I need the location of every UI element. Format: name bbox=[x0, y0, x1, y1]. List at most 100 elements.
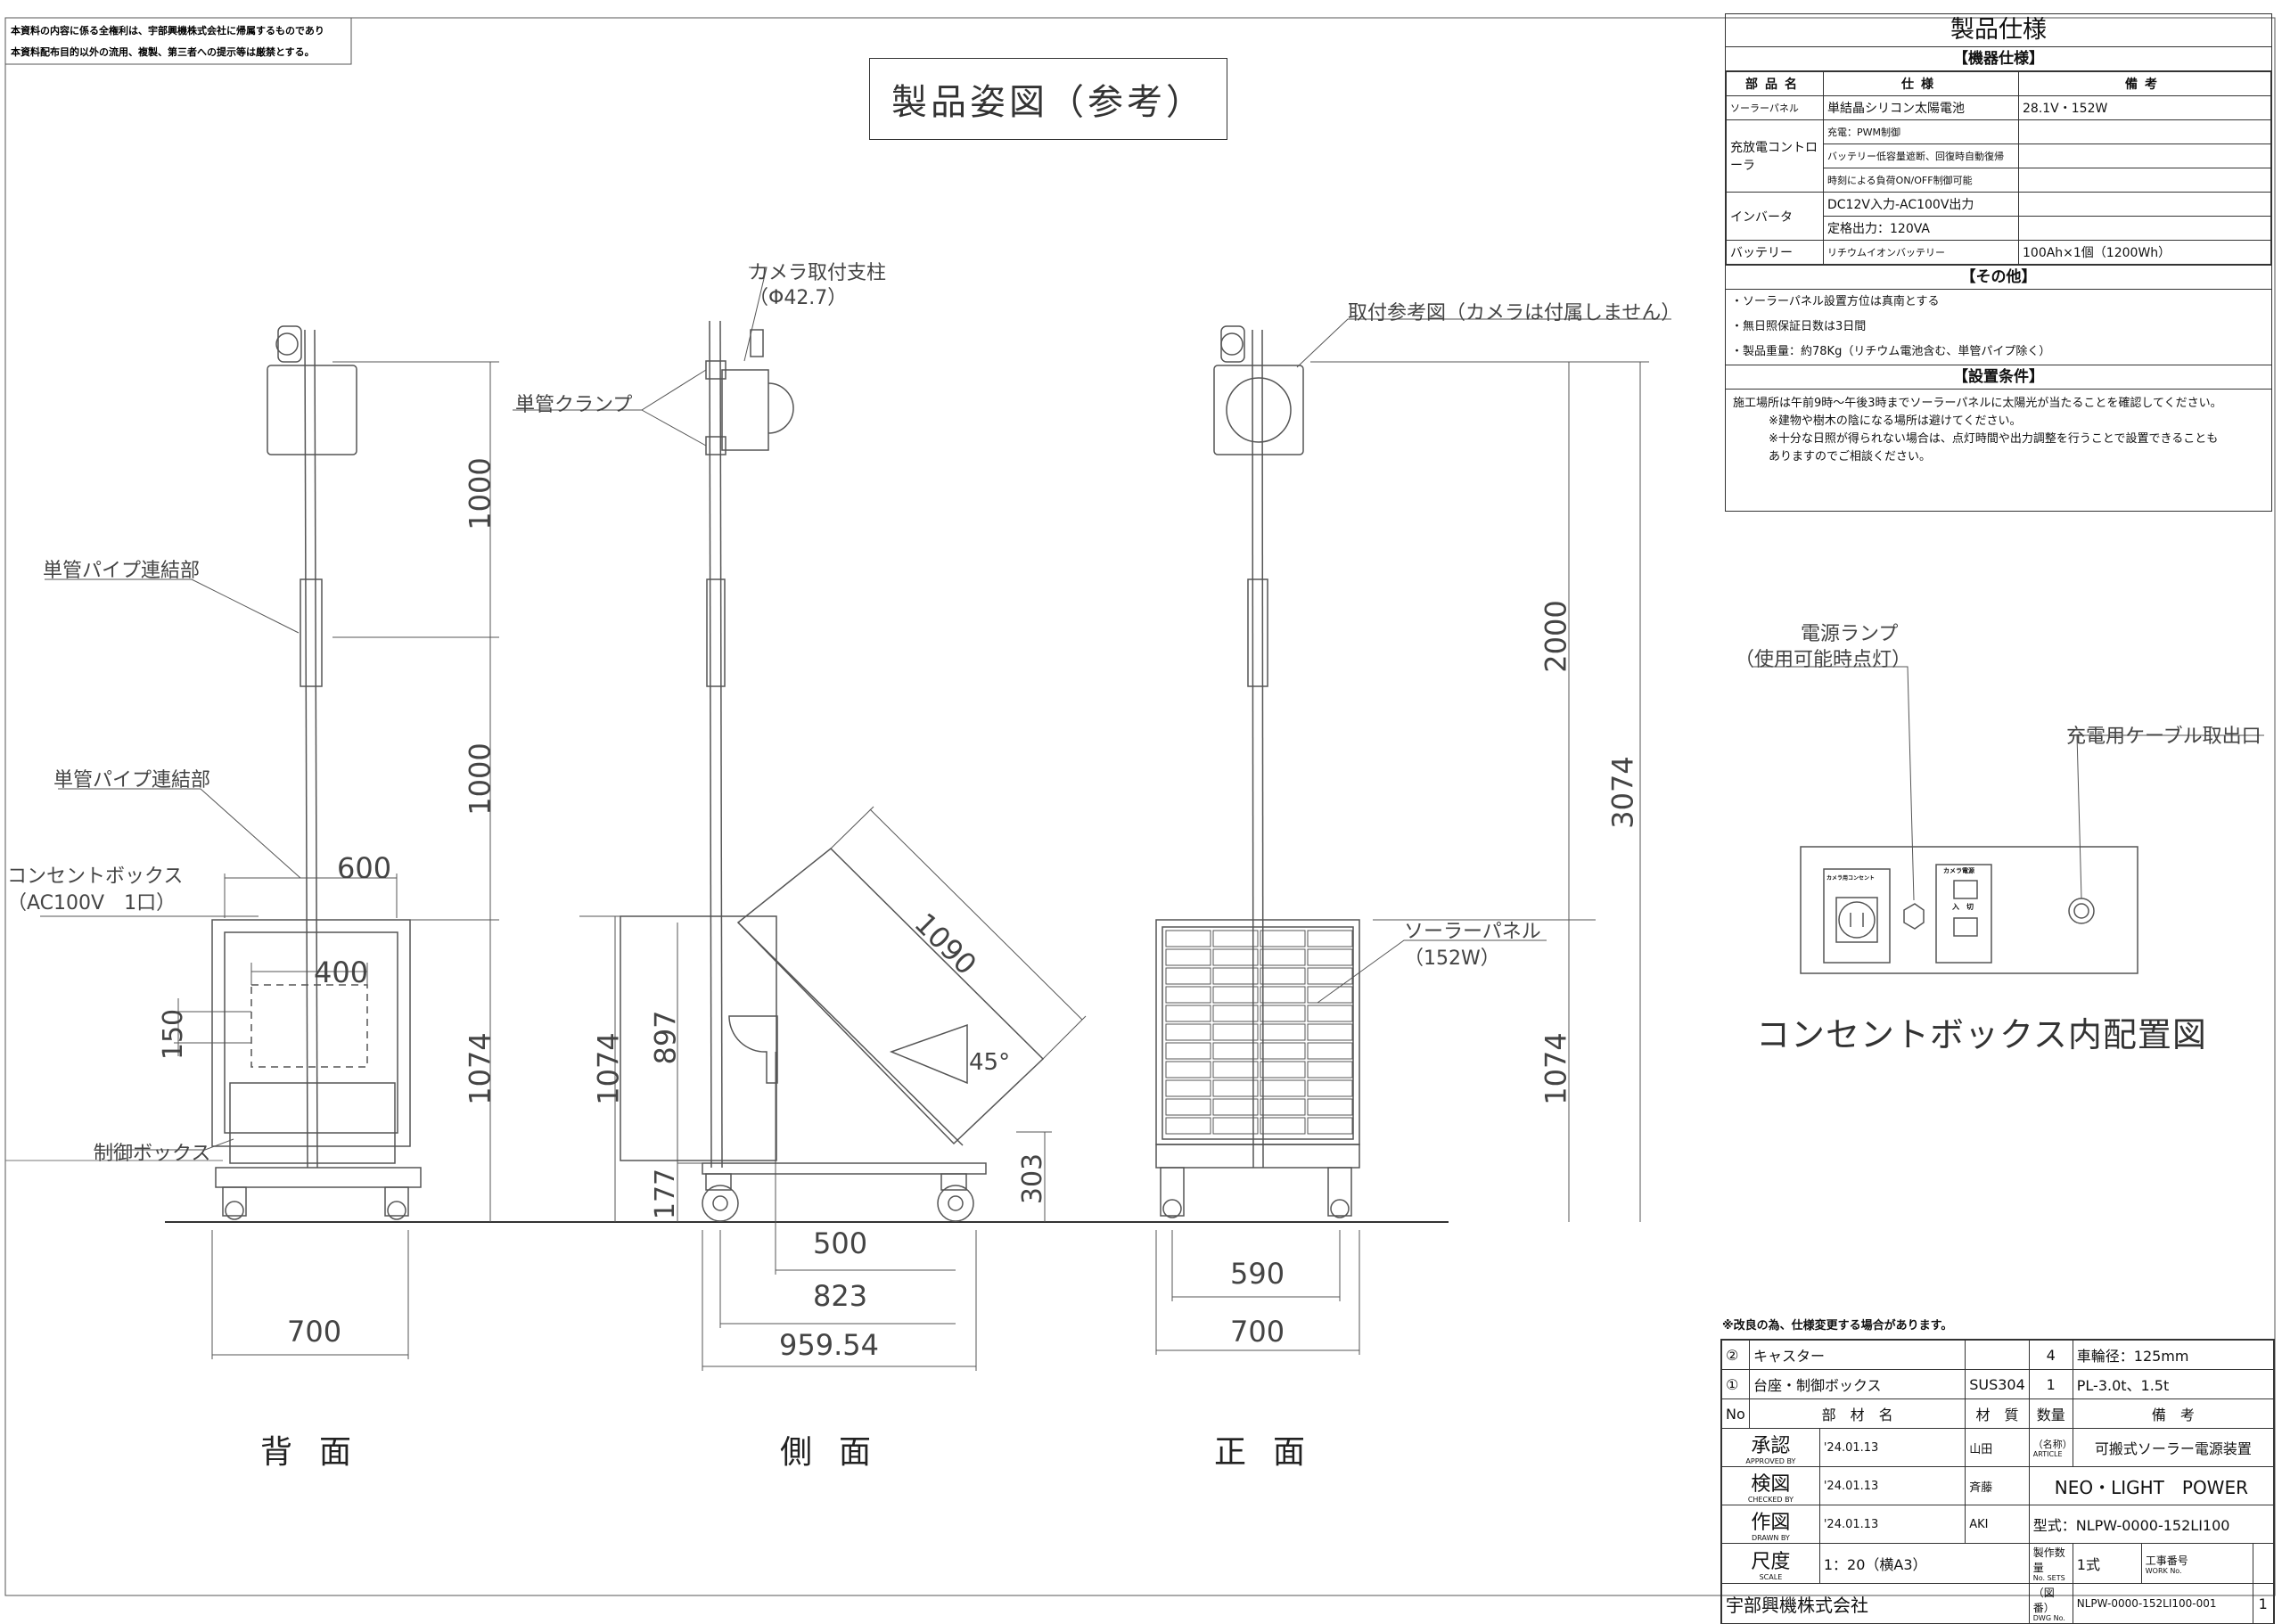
solar-cell bbox=[1307, 1117, 1353, 1135]
solar-cell bbox=[1260, 986, 1306, 1004]
checked-label: 検図 bbox=[1751, 1473, 1791, 1496]
spec-row-spec: リチウムイオンバッテリー bbox=[1823, 240, 2019, 265]
dim-back-600: 600 bbox=[337, 851, 392, 885]
solar-cell bbox=[1165, 1042, 1211, 1060]
product-name: 可搬式ソーラー電源装置 bbox=[2072, 1428, 2275, 1467]
title-block: ② キャスター 4 車輪径：125mm ① 台座・制御ボックス SUS304 1… bbox=[1720, 1339, 2275, 1624]
label-clamp: 単管クランプ bbox=[515, 394, 633, 416]
header-remark: 備 考 bbox=[2072, 1398, 2275, 1429]
solar-cell bbox=[1260, 948, 1306, 966]
label-pipe-joint-2: 単管パイプ連結部 bbox=[53, 769, 211, 791]
spec-row-note bbox=[2018, 119, 2271, 144]
solar-cell bbox=[1212, 1042, 1259, 1060]
dim-side-1074: 1074 bbox=[591, 1032, 626, 1105]
dim-front-3074: 3074 bbox=[1605, 756, 1640, 829]
solar-cell bbox=[1212, 967, 1259, 985]
sets-label: 製作数量 bbox=[2032, 1546, 2065, 1574]
spec-other-item: ・製品重量：約78Kg（リチウム電池含む、単管パイプ除く） bbox=[1731, 345, 2051, 358]
dim-side-177: 177 bbox=[650, 1168, 682, 1220]
spec-other-item: ・無日照保証日数は3日間 bbox=[1731, 320, 1867, 333]
spec-col-note: 備考 bbox=[2018, 71, 2271, 96]
spec-row-note: 100Ah×1個（1200Wh） bbox=[2018, 240, 2271, 265]
solar-cell bbox=[1260, 1005, 1306, 1022]
copyright-notice-2: 本資料配布目的以外の流用、複製、第三者への提示等は厳禁とする。 bbox=[11, 46, 315, 58]
label-power-lamp-note: （使用可能時点灯） bbox=[1735, 649, 1912, 671]
sets-sub: No. SETS bbox=[2032, 1574, 2065, 1582]
solar-cell bbox=[1260, 1023, 1306, 1041]
label-solar-panel: ソーラーパネル bbox=[1404, 921, 1541, 943]
company-name: 宇部興機株式会社 bbox=[1721, 1583, 2030, 1624]
solar-cell bbox=[1165, 1023, 1211, 1041]
sheet-number: 1 bbox=[2252, 1583, 2275, 1624]
label-outlet-box: コンセントボックス bbox=[7, 865, 184, 888]
model-number: 型式：NLPW-0000-152LI100 bbox=[2028, 1505, 2275, 1544]
solar-cell bbox=[1212, 986, 1259, 1004]
part-name: キャスター bbox=[1748, 1340, 1966, 1370]
solar-cell bbox=[1260, 967, 1306, 985]
name-sub: ARTICLE bbox=[2032, 1450, 2063, 1458]
sets-value: 1式 bbox=[2072, 1543, 2142, 1584]
solar-cell bbox=[1307, 967, 1353, 985]
dim-side-823: 823 bbox=[813, 1279, 868, 1313]
approved-date: '24.01.13 bbox=[1818, 1428, 1966, 1467]
label-charge-cable: 充電用ケーブル取出口 bbox=[2066, 726, 2261, 748]
dim-front-700: 700 bbox=[1230, 1315, 1285, 1349]
spec-row-note bbox=[2018, 192, 2271, 217]
solar-cell bbox=[1212, 948, 1259, 966]
solar-cell bbox=[1165, 1117, 1211, 1135]
part-material: SUS304 bbox=[1965, 1369, 2030, 1399]
on-off-tag: 入 切 bbox=[1952, 903, 1974, 911]
dim-side-45: 45° bbox=[969, 1049, 1011, 1076]
scale-sub: SCALE bbox=[1759, 1573, 1783, 1581]
solar-cell bbox=[1260, 1098, 1306, 1116]
checked-date: '24.01.13 bbox=[1818, 1466, 1966, 1505]
solar-cell bbox=[1260, 1117, 1306, 1135]
product-brand: NEO・LIGHT POWER bbox=[2028, 1466, 2275, 1505]
dim-back-1000-upper: 1000 bbox=[463, 457, 497, 530]
solar-cell bbox=[1307, 930, 1353, 947]
spec-condition-line: ありますのでご相談ください。 bbox=[1769, 450, 1932, 463]
label-power-lamp: 電源ランプ bbox=[1801, 623, 1899, 645]
solar-cell bbox=[1165, 930, 1211, 947]
part-name: 台座・制御ボックス bbox=[1748, 1369, 1966, 1399]
dim-back-150: 150 bbox=[158, 1008, 190, 1061]
solar-cell bbox=[1165, 1079, 1211, 1097]
scale-label: 尺度 bbox=[1751, 1551, 1791, 1573]
solar-cell bbox=[1165, 986, 1211, 1004]
solar-cell bbox=[1260, 930, 1306, 947]
solar-cell bbox=[1260, 1042, 1306, 1060]
part-qty: 4 bbox=[2028, 1340, 2073, 1370]
header-name: 部 材 名 bbox=[1748, 1398, 1966, 1429]
solar-cell bbox=[1307, 1079, 1353, 1097]
approved-label: 承認 bbox=[1751, 1435, 1791, 1457]
checked-person: 斉藤 bbox=[1965, 1466, 2030, 1505]
dwg-sub: DWG No. bbox=[2032, 1614, 2065, 1622]
dim-side-959: 959.54 bbox=[779, 1328, 879, 1362]
label-camera-pole-dia: （Φ42.7） bbox=[749, 287, 848, 309]
spec-row-part: インバータ bbox=[1726, 192, 1824, 241]
spec-row-spec: 定格出力：120VA bbox=[1823, 216, 2019, 241]
dim-back-400: 400 bbox=[314, 956, 369, 989]
spec-col-part: 部品名 bbox=[1726, 71, 1824, 96]
label-control-box: 制御ボックス bbox=[94, 1143, 211, 1165]
label-camera-pole: カメラ取付支柱 bbox=[749, 262, 887, 284]
work-sub: WORK No. bbox=[2145, 1566, 2182, 1575]
spec-row-note bbox=[2018, 168, 2271, 193]
header-no: No bbox=[1721, 1398, 1750, 1429]
solar-cell bbox=[1260, 1079, 1306, 1097]
solar-cell bbox=[1307, 1042, 1353, 1060]
spec-row-note bbox=[2018, 144, 2271, 168]
outlet-layout-title: コンセントボックス内配置図 bbox=[1756, 1015, 2207, 1054]
spec-other-section: 【その他】 bbox=[1726, 265, 2271, 290]
dim-front-1074: 1074 bbox=[1539, 1032, 1573, 1105]
solar-cell bbox=[1212, 1061, 1259, 1079]
label-solar-panel-w: （152W） bbox=[1404, 947, 1500, 970]
spec-row-spec: DC12V入力-AC100V出力 bbox=[1823, 192, 2019, 217]
spec-row-spec: 単結晶シリコン太陽電池 bbox=[1823, 95, 2019, 120]
solar-cell bbox=[1165, 1061, 1211, 1079]
solar-cell bbox=[1307, 1061, 1353, 1079]
outlet-layout bbox=[1752, 666, 2264, 974]
dim-side-303: 303 bbox=[1017, 1152, 1049, 1205]
spec-row-note: 28.1V・152W bbox=[2018, 95, 2271, 120]
